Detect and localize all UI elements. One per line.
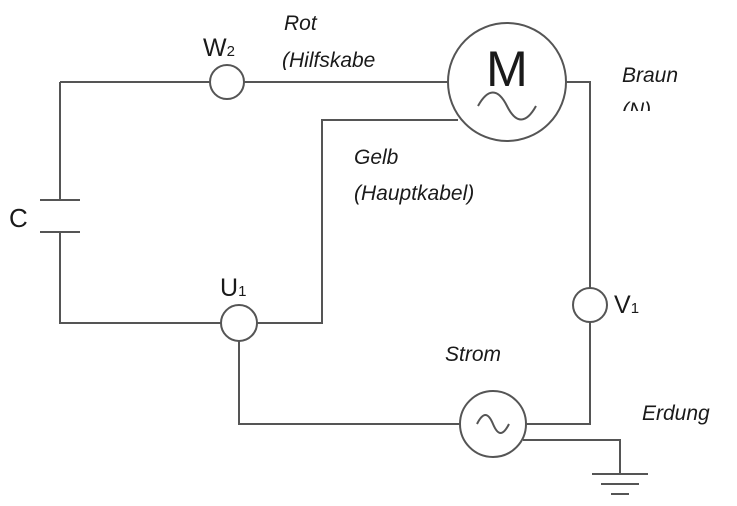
- source-left-wire: [238, 341, 460, 425]
- main-wire: [257, 119, 458, 324]
- text-crop-mask-brown: [612, 111, 682, 125]
- power-source-symbol: [459, 390, 527, 458]
- ground-symbol: [592, 473, 648, 495]
- motor-symbol: [447, 22, 567, 142]
- source-right-wire: [526, 322, 591, 425]
- red-wire-label: Rot: [284, 12, 318, 35]
- capacitor-lower-wire: [59, 232, 221, 324]
- wires: [59, 81, 621, 474]
- brown-wire-label: Braun: [622, 64, 678, 87]
- ground-wire: [523, 439, 621, 474]
- terminal-u1-label: U1: [220, 274, 246, 302]
- power-label: Strom: [445, 343, 501, 366]
- yellow-wire-desc: (Hauptkabel): [354, 182, 474, 205]
- capacitor-label: C: [9, 203, 28, 233]
- terminal-w2-label: W2: [203, 34, 235, 62]
- text-crop-mask-red: [278, 70, 428, 84]
- red-wire-desc: (Hilfskabe: [282, 49, 375, 72]
- yellow-wire-label: Gelb: [354, 146, 399, 169]
- motor-label: M: [486, 41, 528, 97]
- terminal-v1-label: V1: [614, 291, 639, 319]
- neutral-wire: [566, 81, 591, 288]
- ground-label: Erdung: [642, 402, 710, 425]
- terminal-u1: [220, 304, 258, 342]
- terminal-w2: [209, 64, 245, 100]
- terminal-v1: [572, 287, 608, 323]
- capacitor-symbol: [40, 199, 80, 233]
